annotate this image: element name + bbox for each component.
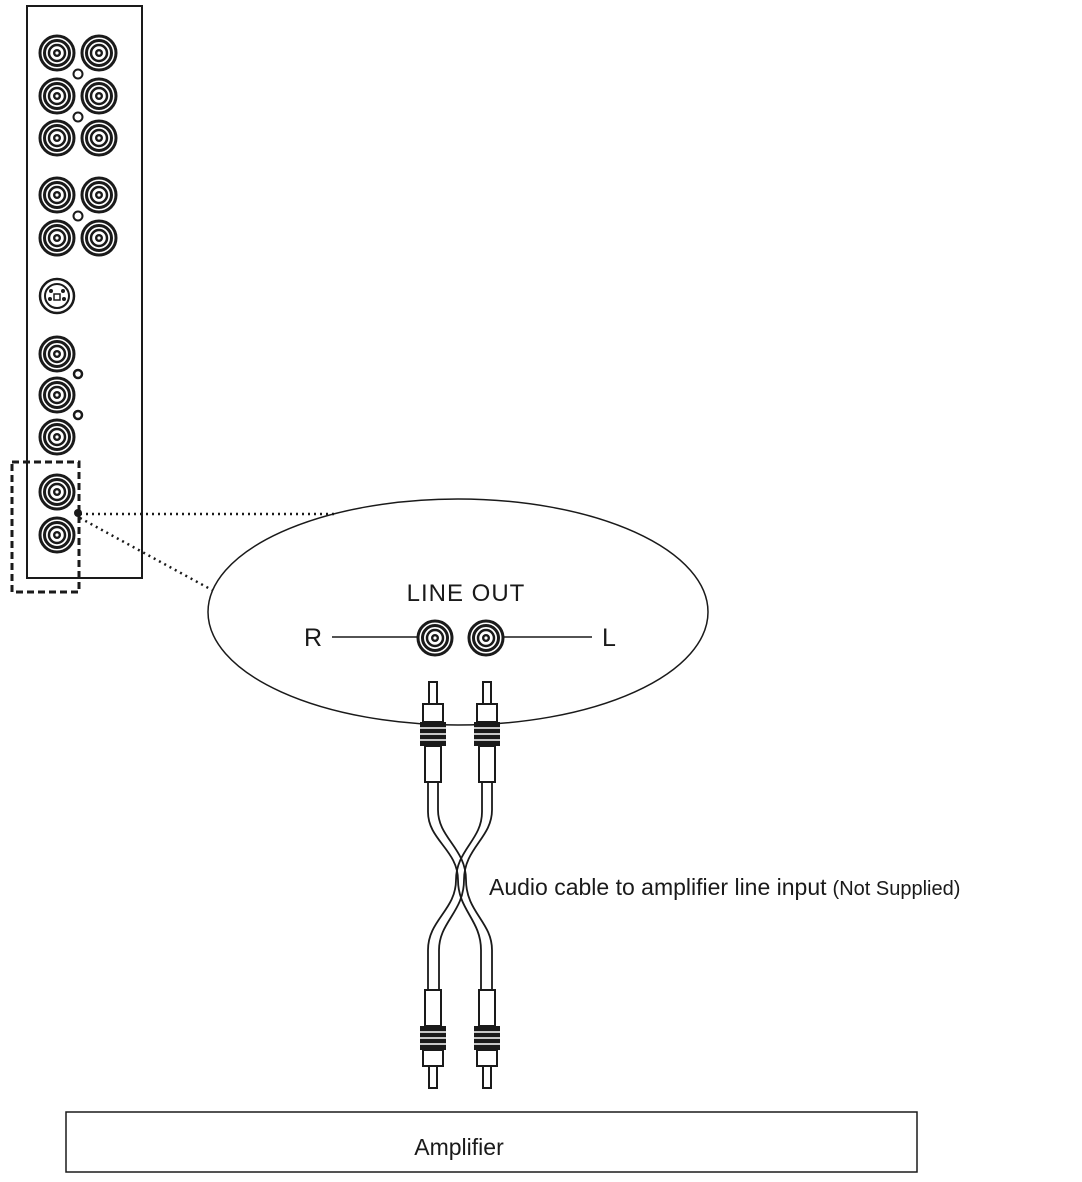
amplifier-label: Amplifier [414,1134,504,1160]
rca-jack [80,77,118,115]
zoom-jack-l [467,619,505,657]
line-out-jack-r [38,473,76,511]
rca-jack [38,119,76,157]
rca-jack [38,77,76,115]
rca-jack [80,119,118,157]
rca-plug-bottom-r [419,989,447,1089]
indicator-dot [72,368,84,380]
rca-jack [38,176,76,214]
rca-jack [38,34,76,72]
zoom-ellipse [207,498,709,726]
indicator-dot [72,210,84,222]
zoom-jack-r [416,619,454,657]
left-channel-label: L [602,624,616,652]
rca-jack [80,219,118,257]
rca-plug-bottom-l [473,989,501,1089]
highlight-box [10,460,81,594]
cable-label: Audio cable to amplifier line input (Not … [489,874,960,900]
rca-jack [38,219,76,257]
zoom-title: LINE OUT [407,580,526,607]
device-back-panel [26,5,143,579]
indicator-dot [72,111,84,123]
callout-line [79,516,213,592]
rca-jack [38,376,76,414]
right-channel-label: R [304,624,322,652]
line-out-jack-l [38,516,76,554]
rca-jack [80,34,118,72]
cable-label-note: (Not Supplied) [833,878,961,900]
s-video-port [38,277,76,315]
amplifier-box [65,1111,918,1173]
rca-jack [38,335,76,373]
cable-label-main: Audio cable to amplifier line input [489,874,827,900]
rca-jack [38,418,76,456]
rca-plug-top-r [419,681,447,783]
rca-plug-top-l [473,681,501,783]
indicator-dot [72,68,84,80]
audio-cable [427,782,493,990]
rca-jack [80,176,118,214]
indicator-dot [72,409,84,421]
